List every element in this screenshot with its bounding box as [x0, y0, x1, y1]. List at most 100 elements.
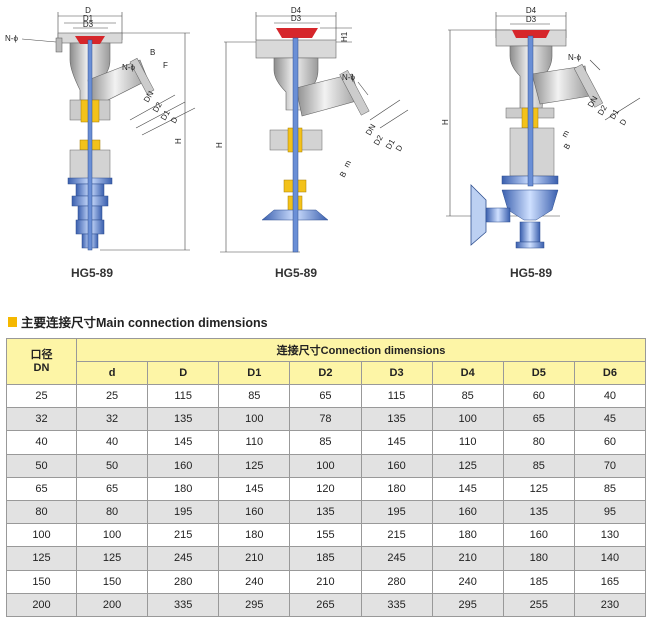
label-b: B	[338, 170, 348, 179]
cell-d: 100	[75, 523, 149, 548]
cell-d4: 100	[431, 407, 504, 432]
cell-d3: 195	[360, 499, 433, 525]
cell-d2: 185	[289, 546, 362, 571]
label-b: B	[562, 142, 572, 151]
label-d3: D3	[526, 15, 537, 24]
cell-d5: 160	[502, 523, 575, 548]
dn-header-en: DN	[33, 361, 50, 374]
cell-d: 50	[75, 453, 149, 478]
column-header-d6: D6	[573, 361, 647, 385]
cell-d3: 145	[360, 430, 433, 455]
cell-d2: 85	[289, 430, 362, 455]
column-header-d: D	[147, 361, 220, 385]
cell-d: 215	[147, 523, 220, 548]
cell-d5: 185	[502, 569, 575, 594]
cell-d6: 230	[573, 592, 647, 617]
cell-d1: 110	[218, 430, 291, 455]
cell-dn: 50	[6, 453, 77, 478]
cell-d1: 125	[218, 453, 291, 478]
cell-d3: 135	[360, 407, 433, 432]
label-d: D	[618, 117, 629, 127]
cell-d: 245	[147, 546, 220, 571]
valve-body	[255, 28, 370, 253]
cell-d: 25	[75, 383, 149, 409]
column-header-d5: D5	[502, 361, 575, 385]
cell-d1: 160	[218, 499, 291, 525]
label-m: m	[342, 158, 353, 169]
cell-d: 145	[147, 430, 220, 455]
dn-header: 口径 DN	[6, 338, 77, 385]
cell-d4: 85	[431, 383, 504, 409]
cell-dn: 125	[6, 546, 77, 571]
cell-d5: 85	[502, 453, 575, 478]
drawing-caption-3: HG5-89	[510, 266, 552, 280]
cell-d6: 165	[573, 569, 647, 594]
cell-d: 280	[147, 569, 220, 594]
bullet-square-icon	[8, 316, 17, 327]
drawing-caption-1: HG5-89	[71, 266, 113, 280]
cell-d2: 210	[289, 569, 362, 594]
label-h: H	[215, 142, 224, 148]
column-header-d4: D4	[431, 361, 504, 385]
cell-d1: 210	[218, 546, 291, 571]
cell-d4: 240	[431, 569, 504, 594]
cell-d3: 245	[360, 546, 433, 571]
label-h1: H1	[340, 31, 349, 42]
cell-d: 195	[147, 499, 220, 525]
cell-d1: 100	[218, 407, 291, 432]
cell-d2: 120	[289, 476, 362, 501]
cell-d5: 125	[502, 476, 575, 501]
label-d4: D4	[526, 6, 537, 15]
cell-d4: 210	[431, 546, 504, 571]
cell-d5: 60	[502, 383, 575, 409]
cell-d: 180	[147, 476, 220, 501]
section-title-text: 主要连接尺寸Main connection dimensions	[21, 316, 268, 330]
cell-d5: 80	[502, 430, 575, 455]
label-m: m	[560, 128, 571, 139]
cell-d: 32	[75, 407, 149, 432]
section-title: 主要连接尺寸Main connection dimensions	[8, 312, 268, 331]
valve-body	[470, 29, 604, 249]
cell-d2: 100	[289, 453, 362, 478]
cell-d5: 65	[502, 407, 575, 432]
cell-dn: 40	[6, 430, 77, 455]
cell-d: 200	[75, 592, 149, 617]
label-d2: D2	[372, 133, 385, 147]
cell-d1: 85	[218, 383, 291, 409]
cell-d2: 155	[289, 523, 362, 548]
label-n-phi: N-ϕ	[5, 34, 18, 43]
column-header-d1: D1	[218, 361, 291, 385]
cell-dn: 25	[6, 383, 77, 409]
cell-d4: 125	[431, 453, 504, 478]
label-f: F	[163, 61, 168, 70]
cell-d: 40	[75, 430, 149, 455]
cell-d5: 135	[502, 499, 575, 525]
dimension-labels: D4 D3 N-ϕ DN D2 D1 D m B H	[441, 6, 629, 151]
label-d3: D3	[291, 14, 302, 23]
valve-body	[55, 32, 155, 251]
cell-d: 160	[147, 453, 220, 478]
cell-d4: 295	[431, 592, 504, 617]
label-n-phi: N-ϕ	[568, 53, 581, 62]
connection-dimensions-header: 连接尺寸Connection dimensions	[76, 338, 646, 362]
column-header-d: d	[75, 361, 149, 385]
cell-d5: 255	[502, 592, 575, 617]
column-header-d2: D2	[289, 361, 362, 385]
cell-d6: 85	[573, 476, 647, 501]
cell-d1: 180	[218, 523, 291, 548]
cell-d4: 145	[431, 476, 504, 501]
cell-d3: 335	[360, 592, 433, 617]
label-d3: D3	[83, 20, 94, 29]
label-d: D	[85, 6, 91, 15]
column-header-d3: D3	[360, 361, 433, 385]
table-group-header-row: 口径 DN 连接尺寸Connection dimensions	[6, 338, 646, 385]
cell-d6: 140	[573, 546, 647, 571]
